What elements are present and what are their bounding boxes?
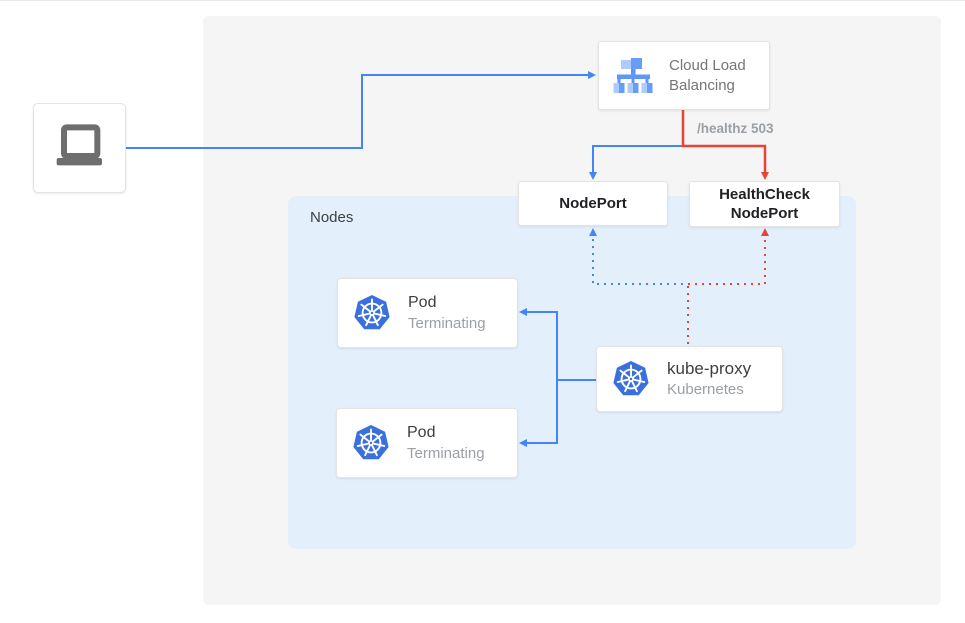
top-divider xyxy=(0,0,965,1)
cloud-load-balancing-label: Cloud Load Balancing xyxy=(669,56,746,94)
nodes-group-label: Nodes xyxy=(310,209,354,226)
kubernetes-icon xyxy=(351,423,391,463)
kube-proxy-labels: kube-proxy Kubernetes xyxy=(667,358,751,400)
cloud-load-balancing-icon xyxy=(612,55,654,97)
healthcheck-nodeport-label: HealthCheck NodePort xyxy=(719,186,810,222)
cloud-load-balancing-node: Cloud Load Balancing xyxy=(598,41,770,110)
pod-status: Terminating xyxy=(407,445,485,462)
nodeport-node: NodePort xyxy=(518,181,668,226)
pod-labels: Pod Terminating xyxy=(408,292,486,334)
healthz-status-label: /healthz 503 xyxy=(697,121,774,136)
pod-title: Pod xyxy=(407,424,436,441)
kube-proxy-title: kube-proxy xyxy=(667,359,752,378)
pod-title: Pod xyxy=(408,294,437,311)
pod-labels: Pod Terminating xyxy=(407,422,485,464)
kube-proxy-node: kube-proxy Kubernetes xyxy=(596,346,783,412)
pod-node-2: Pod Terminating xyxy=(336,408,518,478)
pod-status: Terminating xyxy=(408,315,486,332)
kubernetes-icon xyxy=(352,293,392,333)
pod-node-1: Pod Terminating xyxy=(337,278,518,348)
kubernetes-icon xyxy=(611,359,651,399)
healthcheck-nodeport-node: HealthCheck NodePort xyxy=(689,181,840,227)
nodeport-label: NodePort xyxy=(559,195,627,212)
kube-proxy-subtitle: Kubernetes xyxy=(667,381,744,398)
laptop-icon xyxy=(47,116,113,180)
client-laptop-node xyxy=(33,103,126,193)
